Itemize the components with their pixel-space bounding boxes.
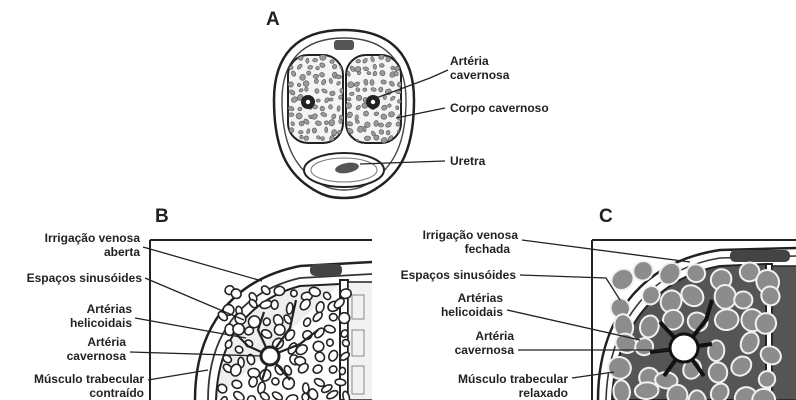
- label-arteria-c-1: Artéria: [475, 329, 514, 343]
- panel-c: C Irrigação venosa fechada Espaços sinus…: [401, 206, 796, 400]
- sinusoid-space: [386, 130, 390, 135]
- label-irrigacao-aberta-1: Irrigação venosa: [45, 231, 141, 245]
- sinusoid-space: [313, 74, 319, 79]
- label-musculo-c-2: relaxado: [519, 386, 568, 400]
- label-arteria-b-2: cavernosa: [67, 349, 127, 363]
- dorsal-vein: [334, 40, 354, 50]
- sinusoid-space: [306, 58, 309, 63]
- label-musculo-c-1: Músculo trabecular: [458, 372, 568, 386]
- sinusoid-space: [271, 300, 278, 309]
- sinusoid-space: [363, 88, 367, 92]
- sinusoid-space: [364, 136, 371, 141]
- panel-a-letter: A: [266, 9, 280, 30]
- label-arteria-cavernosa-a-1: Artéria: [450, 54, 489, 68]
- sinusoid-space: [316, 99, 321, 103]
- label-helicoidais-b-1: Artérias: [87, 302, 133, 316]
- sinusoid-space: [330, 59, 335, 63]
- sinusoid-space: [304, 87, 308, 91]
- sinusoid-space: [329, 91, 335, 96]
- sinusoid-space: [335, 75, 341, 79]
- magnified-section-contracted: [150, 240, 378, 400]
- sinusoid-space: [324, 121, 328, 125]
- sinusoid-space: [370, 79, 374, 85]
- sinusoid-space: [304, 136, 309, 141]
- label-irrigacao-fechada-1: Irrigação venosa: [423, 228, 519, 242]
- sinusoid-space: [379, 87, 383, 92]
- sinusoid-space: [328, 105, 332, 110]
- sinusoid-space: [339, 367, 346, 375]
- label-helicoidais-c-1: Artérias: [458, 291, 504, 305]
- cavernous-artery-c: [670, 334, 698, 362]
- sinusoid-space: [331, 129, 336, 135]
- sinusoid-space: [386, 57, 391, 62]
- label-helicoidais-c-2: helicoidais: [441, 305, 503, 319]
- label-musculo-b-1: Músculo trabecular: [34, 372, 144, 386]
- label-helicoidais-b-2: helicoidais: [70, 316, 132, 330]
- label-corpo-cavernoso: Corpo cavernoso: [450, 101, 549, 115]
- sinusoid-space: [315, 66, 319, 70]
- sinusoid-space: [391, 66, 395, 70]
- panel-a: A Artéria cavernosa Corpo cavernoso Uret…: [266, 9, 549, 198]
- panel-c-letter: C: [599, 206, 613, 227]
- sinusoid-space: [274, 286, 286, 296]
- label-arteria-cavernosa-a-2: cavernosa: [450, 68, 510, 82]
- sinusoid-space: [289, 113, 294, 117]
- panel-b: B Irrigação venosa aberta Espaços sinusó…: [27, 206, 378, 400]
- sinusoid-space: [367, 71, 371, 75]
- sinusoid-space: [634, 382, 659, 400]
- sinusoid-space: [339, 119, 343, 124]
- dorsal-vein-b: [310, 264, 342, 276]
- cross-section-full: [274, 30, 414, 198]
- sinusoid-space: [379, 63, 384, 67]
- sinusoid-space: [332, 64, 337, 69]
- panel-b-letter: B: [155, 206, 169, 227]
- sinusoid-space: [329, 98, 333, 101]
- sinusoid-space: [734, 291, 753, 309]
- label-uretra: Uretra: [450, 154, 486, 168]
- sinusoid-space: [708, 362, 728, 384]
- sinusoid-space: [395, 106, 399, 110]
- sinusoid-space: [326, 339, 334, 347]
- sinusoid-space: [363, 126, 366, 132]
- label-arteria-b-1: Artéria: [87, 335, 126, 349]
- sinusoid-space: [714, 284, 737, 310]
- sinusoid-space: [312, 128, 317, 134]
- label-irrigacao-fechada-2: fechada: [465, 242, 511, 256]
- sinusoid-space: [325, 127, 328, 133]
- label-irrigacao-aberta-2: aberta: [104, 245, 140, 259]
- label-espacos-c: Espaços sinusóides: [401, 268, 517, 282]
- label-arteria-c-2: cavernosa: [455, 343, 515, 357]
- sinusoid-space: [388, 111, 395, 117]
- sinusoid-space: [335, 379, 346, 386]
- sinusoid-space: [290, 289, 298, 297]
- cavernous-artery-b: [261, 347, 279, 365]
- sinusoid-space: [378, 123, 384, 128]
- label-musculo-b-2: contraído: [89, 386, 144, 400]
- sinusoid-space: [373, 135, 379, 141]
- label-espacos-b: Espaços sinusóides: [27, 271, 143, 285]
- dorsal-vein-c: [730, 250, 790, 262]
- sinusoid-space: [313, 58, 318, 62]
- magnified-section-relaxed: [592, 240, 796, 400]
- sinusoid-space: [313, 341, 324, 352]
- sinusoid-space: [329, 314, 337, 321]
- sinusoid-space: [299, 131, 304, 134]
